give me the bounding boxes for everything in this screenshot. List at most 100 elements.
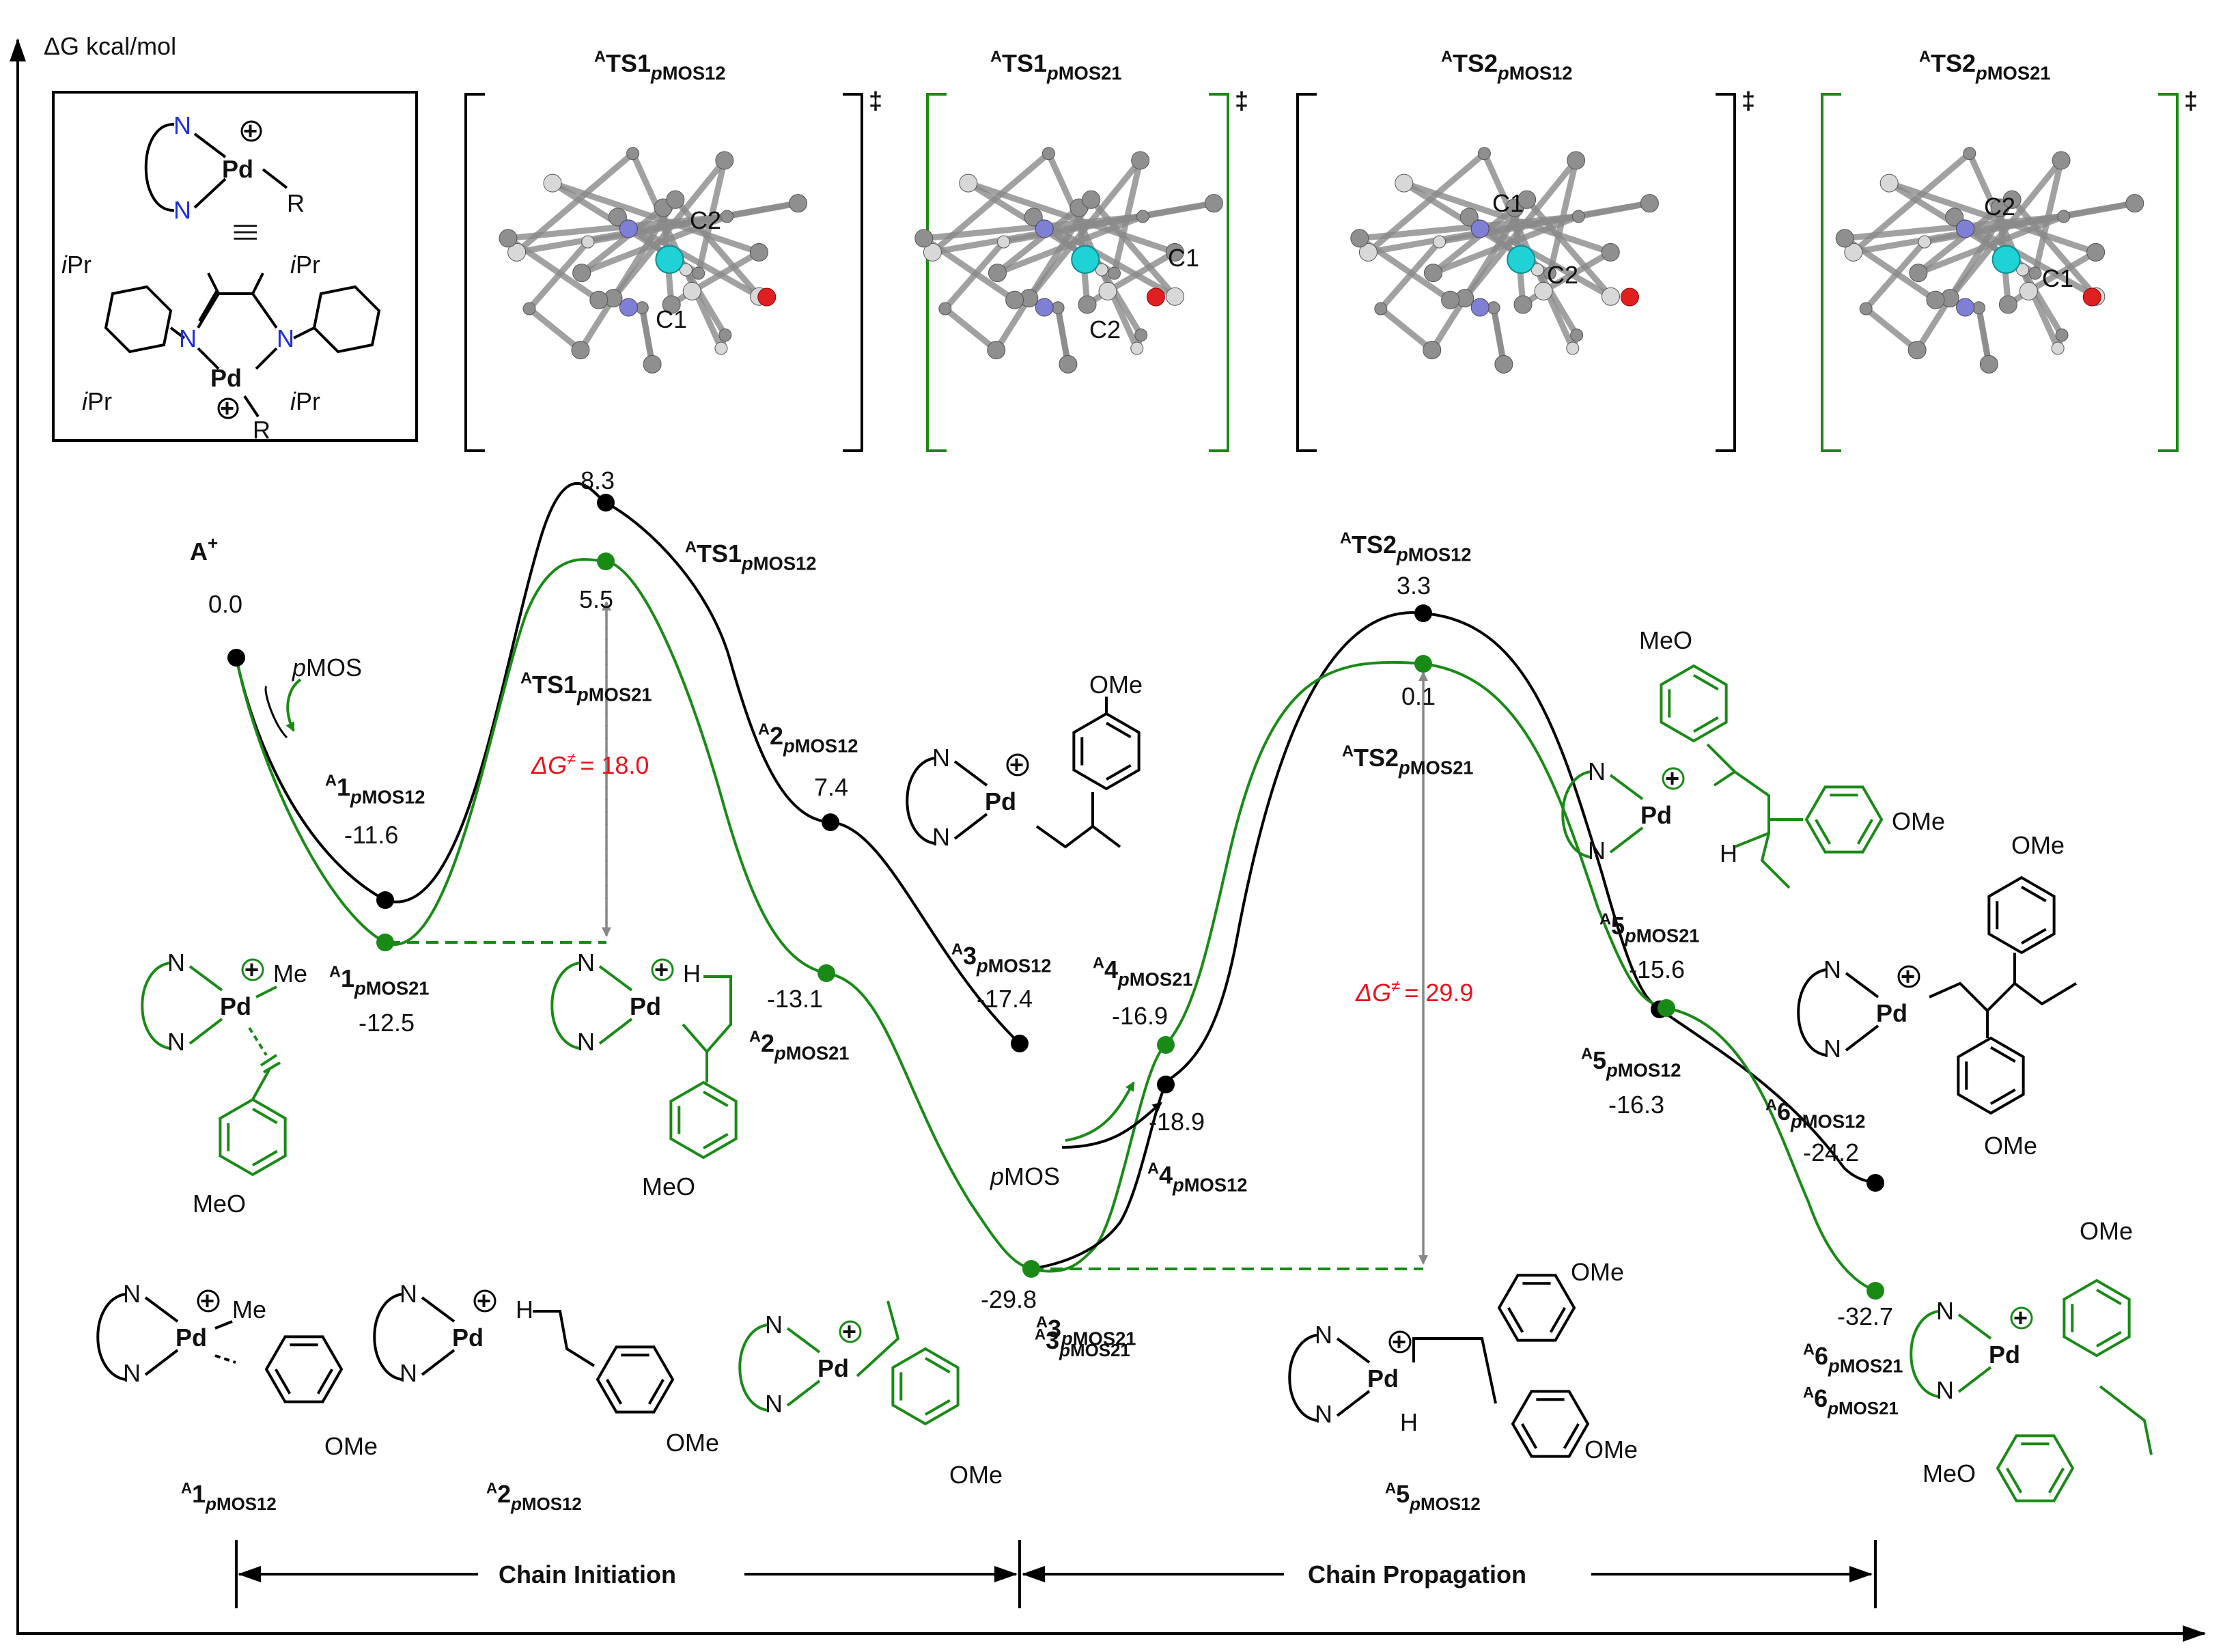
charge-plus: + <box>1392 1328 1406 1356</box>
n-bottom: N <box>577 1028 595 1056</box>
key-n-left: N <box>179 324 197 352</box>
state-label: A3pMOS12 <box>951 940 1052 977</box>
ts-panel-title: ATS1pMOS12 <box>594 48 726 84</box>
atom-label-c1: C1 <box>1168 244 1199 272</box>
ts-structure-panels: ATS1pMOS12‡C2C1ATS1pMOS21‡C1C2ATS2pMOS12… <box>464 48 2198 452</box>
me-label: Me <box>232 1296 266 1324</box>
state-label: ATS2pMOS12 <box>1340 529 1472 565</box>
state-label: A6pMOS21 <box>1803 1341 1903 1377</box>
state-energy: 5.5 <box>579 585 613 613</box>
axes: ΔG kcal/mol <box>9 32 2206 1642</box>
pmos21-state-3: A2pMOS21-13.1 <box>749 964 850 1063</box>
ipr-tl: iPr <box>61 251 92 279</box>
barrier-guides: ΔG≠= 18.0 ΔG≠= 29.9 <box>388 601 1473 1270</box>
charge-plus: + <box>200 1287 214 1315</box>
n-top: N <box>400 1280 417 1308</box>
state-energy: -13.1 <box>767 985 823 1013</box>
state-energy: -17.4 <box>977 985 1033 1013</box>
n-top: N <box>1315 1321 1332 1349</box>
charge-plus: + <box>244 955 259 983</box>
ipr-br: iPr <box>290 387 320 415</box>
key-n-top: N <box>173 111 191 139</box>
meo-label: MeO <box>642 1173 695 1201</box>
state-label: ATS1pMOS21 <box>520 669 652 705</box>
atom-label-c1: C1 <box>2042 264 2073 292</box>
curve-pmos21 <box>235 558 1876 1292</box>
pd-label: Pd <box>452 1324 484 1352</box>
n-bottom: N <box>1315 1400 1332 1428</box>
state-marker <box>822 813 839 831</box>
n-top: N <box>932 744 950 772</box>
n-bottom: N <box>765 1390 783 1418</box>
key-pd-2: Pd <box>210 364 242 392</box>
state-marker <box>1414 655 1432 673</box>
ipr-bl: iPr <box>82 387 112 415</box>
state-marker <box>1867 1174 1884 1192</box>
meo-label: MeO <box>1923 1459 1976 1487</box>
h-label: H <box>1720 839 1737 867</box>
state-marker <box>376 934 394 951</box>
start-state: A+ 0.0 <box>190 533 245 667</box>
state-energy: -15.6 <box>1629 955 1685 983</box>
state-energy: -16.3 <box>1608 1091 1664 1119</box>
phase-bar: Chain Initiation Chain Propagation <box>235 1540 1877 1608</box>
state-energy: -24.2 <box>1803 1138 1859 1166</box>
catalyst-key-frame <box>52 91 418 442</box>
key-n-bottom: N <box>173 196 191 224</box>
pmos21-state-2: ATS1pMOS21 5.5 <box>520 552 652 705</box>
bottom-structure-label: A5pMOS12 <box>1385 1479 1481 1513</box>
state-label: A3pMOS21 <box>1036 1313 1136 1349</box>
pd-label: Pd <box>220 992 251 1020</box>
me-label: Me <box>273 960 307 988</box>
phase-chain-initiation: Chain Initiation <box>499 1560 676 1588</box>
key-equiv: ||| <box>234 223 262 242</box>
state-marker <box>597 552 615 570</box>
atom-label-c2: C2 <box>1547 261 1578 289</box>
state-label: A5pMOS21 <box>1599 910 1700 947</box>
state-marker <box>1011 1035 1029 1052</box>
ts-panel-title: ATS2pMOS21 <box>1919 48 2051 84</box>
barrier-label-2: ΔG≠= 29.9 <box>1355 977 1473 1007</box>
state-energy: 7.4 <box>814 773 848 801</box>
barrier-label-1: ΔG≠= 18.0 <box>531 750 649 779</box>
ome-label-top: OMe <box>2011 831 2065 859</box>
ome-label-bottom: OMe <box>1984 1132 2037 1160</box>
n-bottom: N <box>932 823 950 851</box>
n-top: N <box>765 1311 783 1339</box>
h-label: H <box>1400 1408 1418 1436</box>
n-top: N <box>1823 955 1841 983</box>
state-marker <box>597 494 615 512</box>
energy-points: A1pMOS12-11.6ATS1pMOS128.3A2pMOS127.4A3p… <box>325 466 1903 1376</box>
atom-label-c2: C2 <box>1984 193 2015 221</box>
state-label: A4pMOS21 <box>1093 954 1193 990</box>
pmos21-state-1: A1pMOS21-12.5 <box>329 934 430 1037</box>
bottom-structure-label: A2pMOS12 <box>486 1479 582 1513</box>
state-label: A1pMOS12 <box>325 772 425 808</box>
ts-dagger: ‡ <box>1742 87 1755 115</box>
state-label: A5pMOS12 <box>1581 1045 1681 1081</box>
state-energy: 0.1 <box>1401 682 1436 710</box>
ome-label: OMe <box>949 1461 1003 1489</box>
charge-plus: + <box>842 1317 856 1345</box>
state-energy: -29.8 <box>981 1285 1037 1313</box>
charge-plus: + <box>1009 751 1024 779</box>
pd-label: Pd <box>176 1324 207 1352</box>
state-label: ATS1pMOS12 <box>685 538 817 574</box>
key-r: R <box>287 189 305 217</box>
state-energy: -12.5 <box>359 1009 415 1037</box>
svg-text:+: + <box>243 117 257 145</box>
state-label: ATS2pMOS21 <box>1342 742 1474 779</box>
pd-label: Pd <box>817 1354 849 1382</box>
atom-label-c2: C2 <box>690 206 721 234</box>
atom-label-c2: C2 <box>1089 316 1121 344</box>
charge-plus: + <box>654 955 669 983</box>
pd-label: Pd <box>1876 999 1907 1027</box>
